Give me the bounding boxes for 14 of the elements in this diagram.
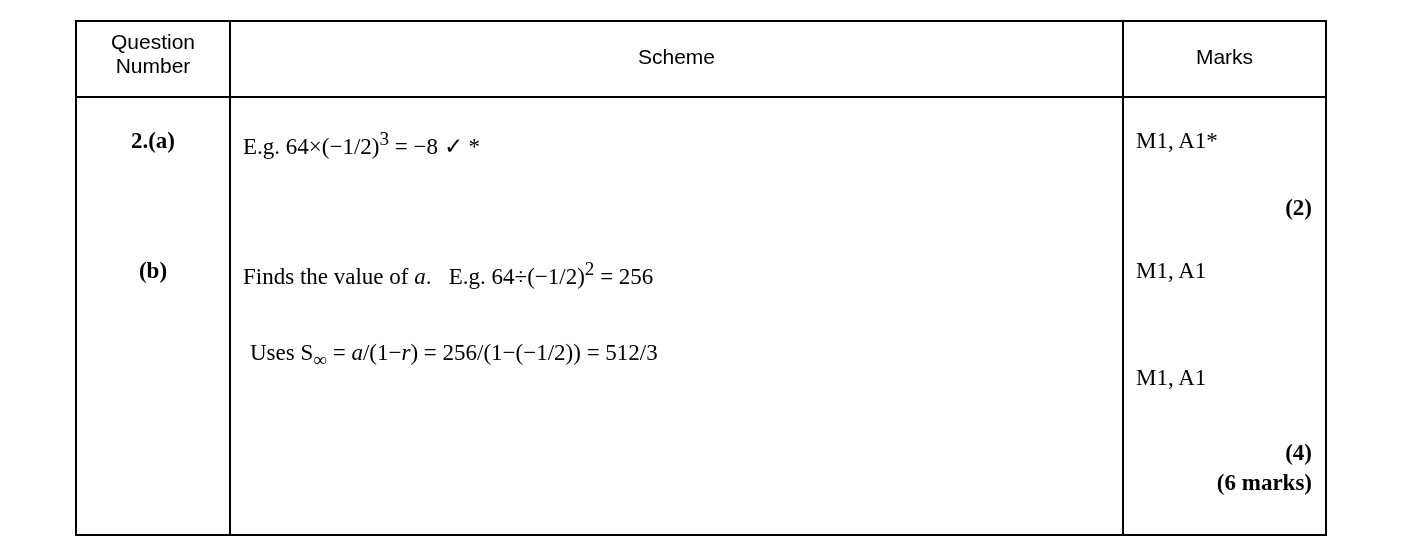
column-header: Marks	[1194, 45, 1255, 69]
mark-code: M1, A1*	[1136, 128, 1218, 154]
mark-total: (4)	[1284, 440, 1312, 466]
scheme-step: E.g. 64×(−1/2)$^{3}$ = −8 ✓ *	[243, 128, 480, 160]
mark-code: M1, A1	[1136, 258, 1207, 284]
mark-total: (2)	[1284, 195, 1312, 221]
mark-code: M1, A1	[1136, 365, 1207, 391]
column-header: Question Number	[109, 30, 197, 78]
mark-total: (6 marks)	[1215, 470, 1312, 496]
question-number: (b)	[137, 258, 169, 284]
scheme-step: Uses S$_{∞}$ = a/(1−r) = 256/(1−(−1/2)) = 512/3	[250, 340, 658, 371]
scheme-step: Finds the value of a. E.g. 64÷(−1/2)$^{2}$ = 256	[243, 258, 654, 290]
column-header: Scheme	[636, 45, 716, 69]
question-number: 2.(a)	[129, 128, 177, 154]
